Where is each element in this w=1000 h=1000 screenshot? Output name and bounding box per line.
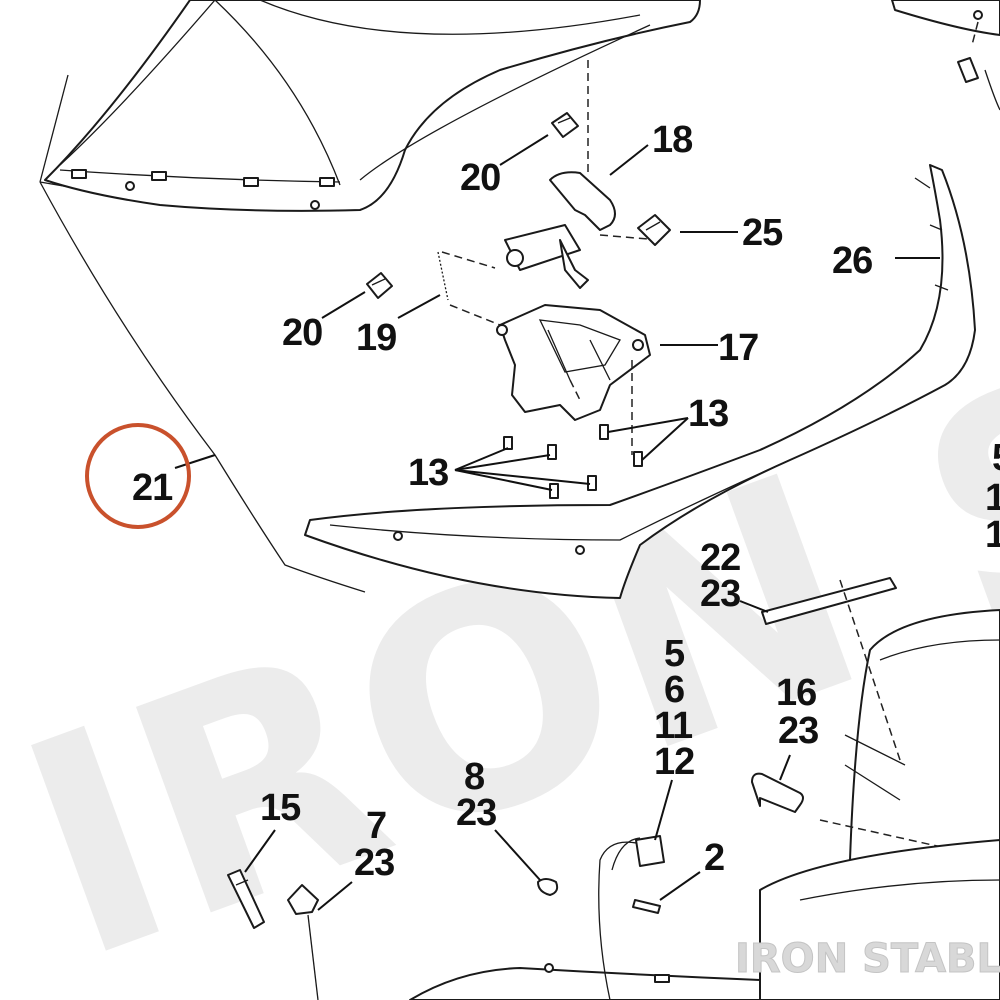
- strip-22-23: [761, 577, 897, 625]
- trim-strip-26: [304, 164, 976, 599]
- brand-watermark: IRON STABLE: [735, 936, 1000, 982]
- clip-20-left: [366, 272, 393, 299]
- screw-2: [632, 899, 661, 914]
- latch-handle-18: [504, 60, 661, 289]
- callout-15: 15: [260, 787, 301, 829]
- hose-clamp-8: [537, 878, 559, 896]
- callout-16: 16: [776, 672, 816, 714]
- callout-6: 6: [664, 669, 684, 711]
- clip-25: [637, 214, 671, 246]
- callout-7: 7: [366, 805, 386, 847]
- lower-right-body: [759, 579, 1000, 1000]
- lower-panel: [409, 963, 761, 1000]
- callout-26: 26: [832, 240, 872, 282]
- leader-lines: [174, 134, 940, 911]
- windshield-part: [44, 0, 701, 212]
- callout-22: 22: [700, 537, 740, 579]
- latch-base-17: [496, 304, 651, 455]
- callout-edge-5: 5: [992, 437, 1000, 479]
- highlight-circle: [85, 423, 191, 529]
- bolt-15: [227, 869, 265, 929]
- callout-23-clip: 23: [354, 842, 394, 884]
- callout-19: 19: [356, 317, 396, 359]
- callout-edge-1a: 1: [985, 477, 1000, 519]
- callout-23-clamp: 23: [456, 792, 496, 834]
- callout-20-top: 20: [460, 157, 500, 199]
- callout-11: 11: [654, 705, 693, 747]
- callout-23-bracket: 23: [778, 710, 818, 752]
- spring-19: [437, 251, 501, 326]
- top-right-bracket: [891, 0, 1000, 111]
- callout-18: 18: [652, 119, 692, 161]
- callout-13-left: 13: [408, 452, 448, 494]
- callout-5: 5: [664, 633, 685, 675]
- callout-17: 17: [718, 327, 758, 369]
- wiring-harness: [598, 835, 665, 1000]
- callout-12: 12: [654, 741, 694, 783]
- callout-21: 21: [132, 467, 173, 509]
- callout-edge-1b: 1: [985, 514, 1000, 556]
- callout-23-strip: 23: [700, 573, 740, 615]
- callout-25: 25: [742, 212, 783, 254]
- bracket-16: [751, 772, 804, 813]
- clip-7: [287, 884, 319, 1000]
- callout-2: 2: [704, 837, 724, 879]
- callouts: 18 20 25 26 20 19 17 13 13 21 22 23 5 6 …: [132, 119, 1000, 884]
- callout-20-left: 20: [282, 312, 322, 354]
- clip-20-top: [551, 112, 579, 138]
- callout-8: 8: [464, 756, 484, 798]
- callout-13-right: 13: [688, 393, 728, 435]
